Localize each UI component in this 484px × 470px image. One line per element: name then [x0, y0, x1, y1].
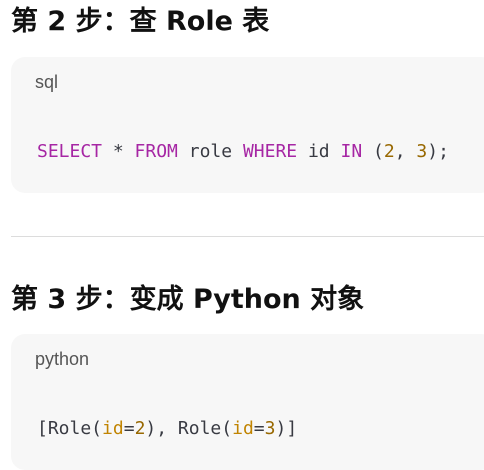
code-token-plain: role [177, 141, 243, 162]
code-token-num: 2 [383, 141, 395, 162]
code-token-num: 2 [134, 418, 146, 439]
code-token-plain: ); [427, 141, 449, 162]
code-token-plain: , [394, 141, 417, 162]
code-token-kw: SELECT [37, 141, 103, 162]
code-token-kw: IN [340, 141, 363, 162]
code-token-kw: WHERE [242, 141, 298, 162]
code-token-plain: id [297, 141, 341, 162]
sql-code-block: sql SELECT * FROM role WHERE id IN (2, 3… [11, 57, 484, 193]
code-token-plain: = [123, 418, 135, 439]
step-3-heading: 第 3 步：变成 Python 对象 [11, 284, 365, 315]
code-token-plain: = [253, 418, 265, 439]
code-token-attr: id [232, 418, 254, 439]
step-2-heading: 第 2 步：查 Role 表 [11, 6, 270, 37]
python-code-block: python [Role(id=2), Role(id=3)] [11, 334, 484, 470]
sql-code-line[interactable]: SELECT * FROM role WHERE id IN (2, 3); [37, 143, 449, 161]
python-code-line[interactable]: [Role(id=2), Role(id=3)] [37, 420, 297, 438]
code-token-attr: id [102, 418, 124, 439]
section-divider [11, 236, 484, 237]
code-token-kw: FROM [134, 141, 178, 162]
code-language-label: python [35, 349, 90, 369]
code-token-plain: ), Role( [145, 418, 233, 439]
code-token-plain: * [102, 141, 135, 162]
code-token-plain: )] [275, 418, 298, 439]
code-token-plain: [Role( [37, 418, 103, 439]
code-token-num: 3 [416, 141, 428, 162]
code-language-label: sql [35, 72, 59, 92]
code-token-num: 3 [264, 418, 276, 439]
code-token-plain: ( [362, 141, 384, 162]
